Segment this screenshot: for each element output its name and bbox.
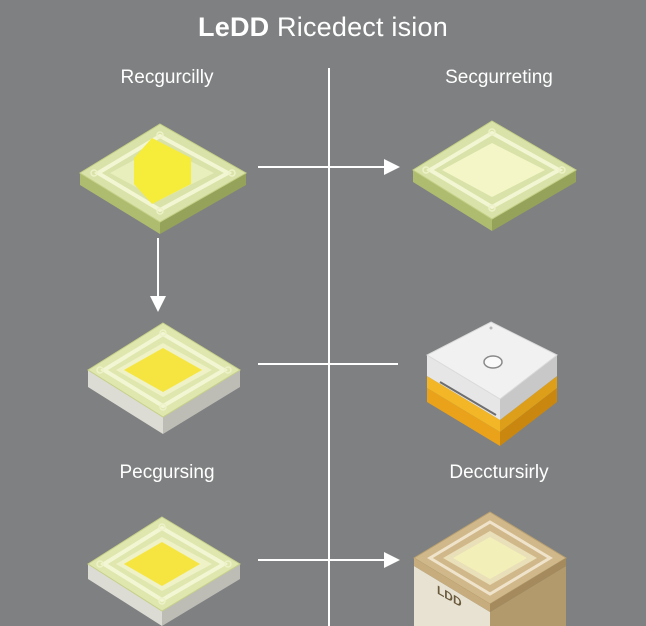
label-bottom-right: Decctursirly [449,462,549,483]
label-bottom-left: Pecgursing [119,462,215,483]
led-package-bottom-right: LDD [413,511,567,626]
led-chip-middle-left [87,322,241,434]
led-chip-top-right [412,120,577,231]
title-rest: Ricedect ision [269,12,448,42]
led-chip-top-left [79,123,248,234]
label-top-left: Recgurcilly [120,67,214,88]
led-housing-middle-right [425,321,558,446]
led-chip-bottom-left [87,516,241,626]
label-top-right: Secgurreting [445,67,553,88]
title-bold: LeDD [198,12,270,42]
diagram-title: LeDD Ricedect ision [0,12,646,43]
